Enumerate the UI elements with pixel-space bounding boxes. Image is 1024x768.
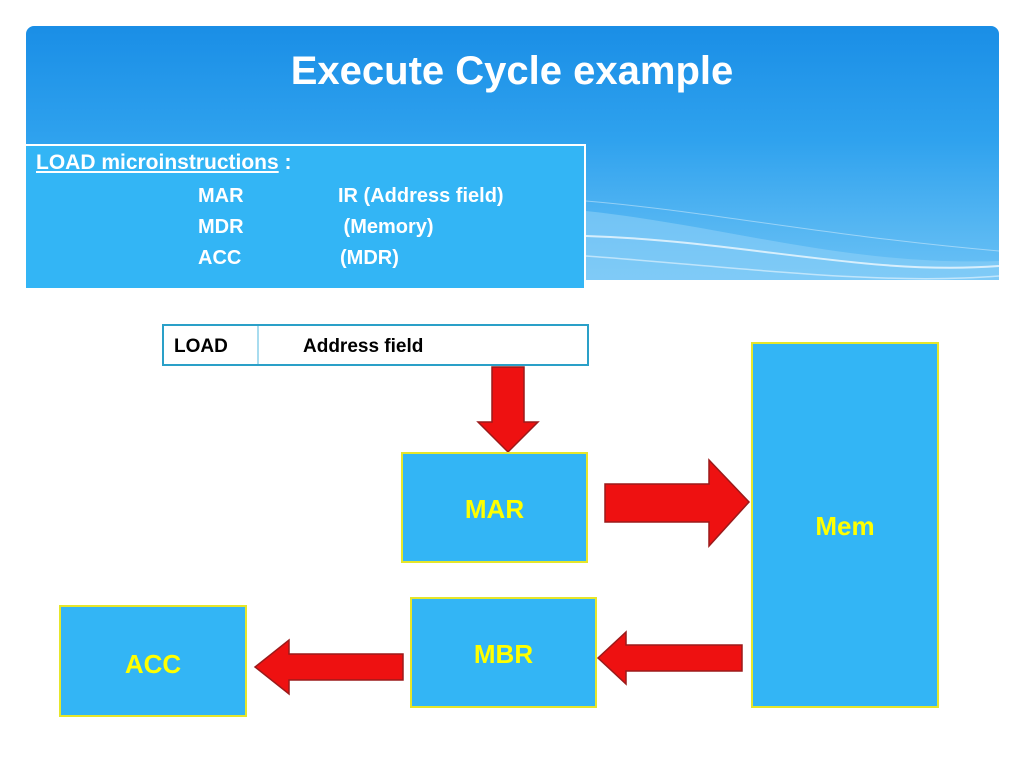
mar-register: MAR xyxy=(401,452,588,563)
mem-label: Mem xyxy=(815,511,875,541)
arrow-left-to-mbr xyxy=(596,630,743,686)
instruction-opcode: LOAD xyxy=(174,336,228,357)
mbr-label: MBR xyxy=(473,639,534,669)
micro-row-2-src: (Memory) xyxy=(338,216,434,238)
wave-decoration xyxy=(585,200,999,280)
microinstructions-heading: LOAD microinstructions : xyxy=(36,150,292,176)
acc-label: ACC xyxy=(124,649,182,679)
microinstructions-heading-colon: : xyxy=(278,151,292,174)
mar-label: MAR xyxy=(464,494,525,524)
microinstructions-panel: LOAD microinstructions : MAR IR (Address… xyxy=(26,144,586,290)
memory-block: Mem xyxy=(751,342,939,708)
instruction-address: Address field xyxy=(303,336,424,357)
micro-row-2-dest: MDR xyxy=(198,216,244,238)
instruction-format: LOAD Address field xyxy=(162,324,589,366)
micro-row-3-src: (MDR) xyxy=(340,247,399,269)
instruction-divider xyxy=(257,326,259,364)
arrow-right-to-mem xyxy=(604,458,751,548)
micro-row-1-dest: MAR xyxy=(198,185,244,207)
microinstructions-heading-text: LOAD microinstructions xyxy=(36,151,279,174)
arrow-left-to-acc xyxy=(253,638,404,696)
slide-title: Execute Cycle example xyxy=(290,49,734,93)
acc-register: ACC xyxy=(59,605,247,717)
mbr-register: MBR xyxy=(410,597,597,708)
micro-row-3-dest: ACC xyxy=(198,247,242,269)
arrow-down-to-mar xyxy=(476,366,540,454)
micro-row-1-src: IR (Address field) xyxy=(338,185,504,207)
